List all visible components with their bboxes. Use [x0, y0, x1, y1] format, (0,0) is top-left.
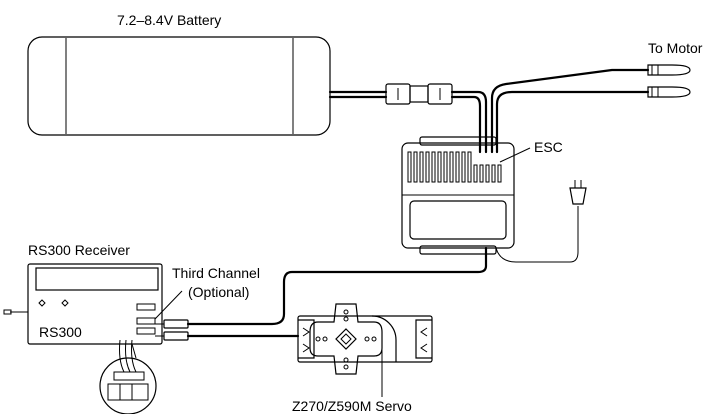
servo-label: Z270/Z590M Servo: [292, 398, 412, 414]
third-channel-pointer: [154, 290, 183, 320]
esc-switch: [495, 180, 587, 263]
third-channel-label-line2: (Optional): [188, 284, 249, 300]
esc-label: ESC: [534, 139, 563, 155]
motor-wires: [490, 68, 650, 154]
third-channel-label-line1: Third Channel: [172, 265, 260, 281]
esc-receiver-wire: [186, 246, 488, 326]
battery-connector: [385, 83, 453, 105]
receiver-plugs: [155, 319, 189, 341]
battery-leads: [328, 90, 388, 99]
receiver-title: RS300 Receiver: [28, 242, 130, 258]
esc-unit: [401, 136, 515, 255]
receiver-detail-callout: [99, 339, 157, 414]
receiver-model-text: RS300: [39, 324, 82, 340]
motor-connectors: [647, 64, 691, 98]
esc-power-wires: [450, 90, 488, 154]
esc-heatsink-fins: [407, 151, 502, 183]
battery-label: 7.2–8.4V Battery: [117, 12, 221, 28]
motor-label: To Motor: [648, 40, 703, 56]
servo-unit: [297, 303, 433, 375]
esc-pointer: [499, 147, 531, 163]
battery-pack: [27, 36, 331, 136]
receiver-unit: [3, 263, 163, 345]
